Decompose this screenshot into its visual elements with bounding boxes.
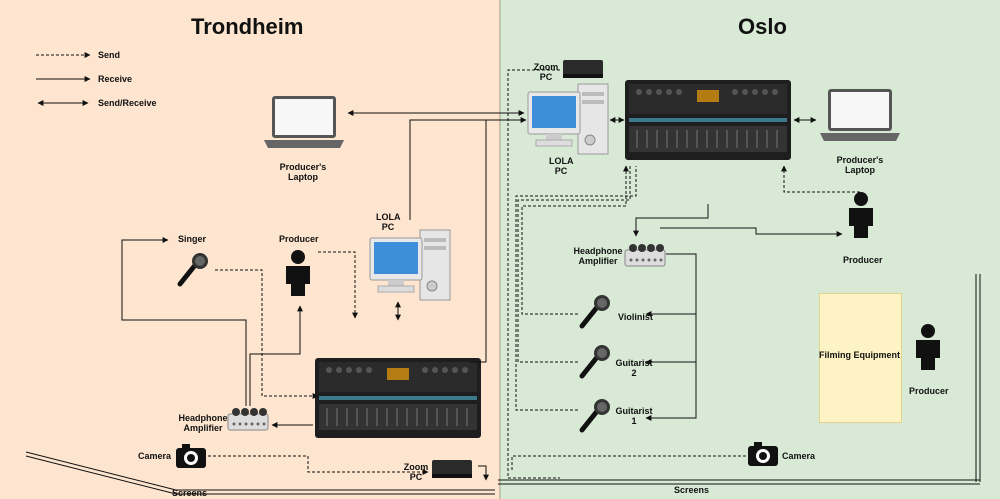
oslo-screens-label: Screens <box>674 485 710 495</box>
headphone-amplifier-icon <box>624 243 666 267</box>
oslo-producer-laptop-label: Producer's Laptop <box>836 155 884 175</box>
oslo-camera-label: Camera <box>782 451 816 461</box>
headphone-amplifier-icon <box>227 407 269 431</box>
screens-label: Screens <box>172 488 208 498</box>
laptop-icon <box>820 89 900 141</box>
oslo-connections <box>498 69 981 485</box>
singer-label: Singer <box>178 234 207 244</box>
guitarist-1-label: Guitarist 1 <box>615 406 653 426</box>
filming-equipment-label: Filming Equipment <box>819 350 900 360</box>
guitarist-2-label: Guitarist 2 <box>615 358 653 378</box>
producer-label: Producer <box>279 234 319 244</box>
producer-laptop-label: Producer's Laptop <box>279 162 327 182</box>
oslo-headphone-amplifier-label: Headphone Amplifier <box>573 246 623 266</box>
laptop-icon <box>264 96 344 148</box>
zoom-pc-label: Zoom PC <box>403 462 429 482</box>
region-title-trondheim: Trondheim <box>191 14 304 39</box>
oslo-producer-bottom-label: Producer <box>909 386 949 396</box>
person-icon <box>849 192 873 238</box>
pc-icon <box>369 229 451 301</box>
oslo-zoom-pc-label: Zoom PC <box>533 62 559 82</box>
legend-receive-label: Receive <box>98 74 133 84</box>
mixing-console-icon <box>314 357 482 439</box>
person-icon <box>916 324 940 370</box>
headphone-amplifier-label: Headphone Amplifier <box>178 413 228 433</box>
violinist-label: Violinist <box>618 312 653 322</box>
oslo-lola-pc-label: LOLA PC <box>549 156 574 176</box>
pc-icon <box>527 83 609 155</box>
legend-send-label: Send <box>98 50 121 60</box>
mixing-console-icon <box>624 79 792 161</box>
camera-icon <box>748 442 778 466</box>
zoom-box-icon <box>432 460 472 478</box>
microphone-icon <box>582 295 610 326</box>
camera-label: Camera <box>138 451 172 461</box>
oslo-producer-top-label: Producer <box>843 255 883 265</box>
trondheim-connections <box>25 110 527 495</box>
microphone-icon <box>582 399 610 430</box>
camera-icon <box>176 444 206 468</box>
zoom-box-icon <box>563 60 603 78</box>
microphone-icon <box>582 345 610 376</box>
legend-send-receive-label: Send/Receive <box>98 98 157 108</box>
filming-equipment-box <box>819 293 902 423</box>
lola-pc-label: LOLA PC <box>376 212 401 232</box>
region-title-oslo: Oslo <box>738 14 787 39</box>
microphone-icon <box>180 253 208 284</box>
person-icon <box>286 250 310 296</box>
